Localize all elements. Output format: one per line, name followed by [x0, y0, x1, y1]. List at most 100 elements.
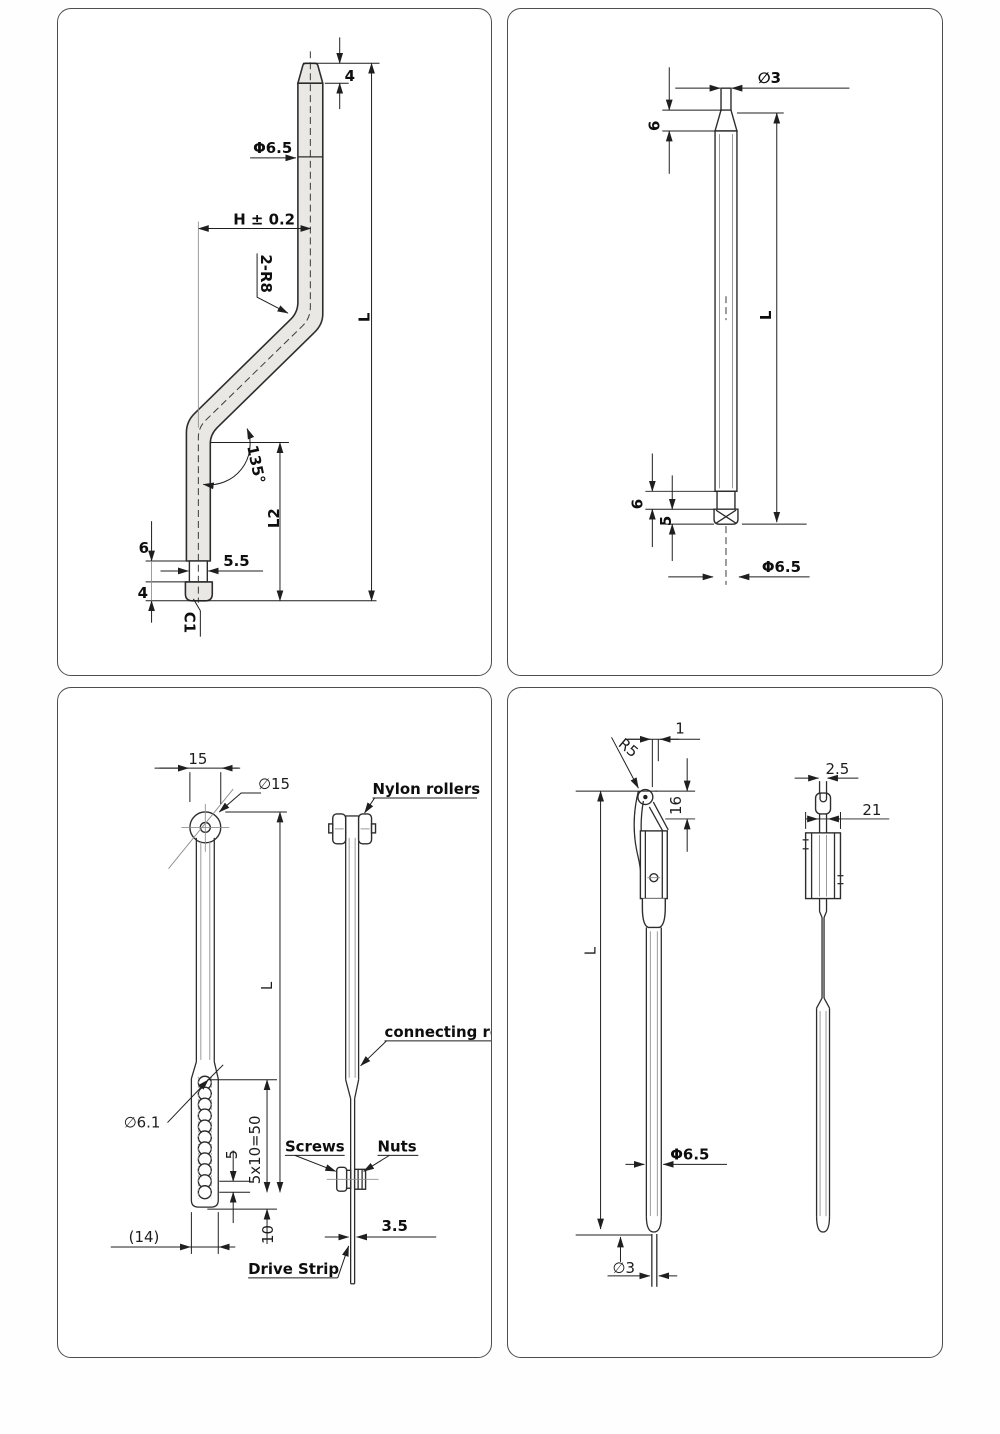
- dim-hole-span: 5x10=50: [207, 1079, 277, 1193]
- rod-body: [713, 87, 739, 585]
- dim-tip-height-value: 4: [345, 67, 355, 85]
- dim-head-radius-value: R5: [615, 735, 642, 762]
- dim-flat-width: (14): [110, 1212, 236, 1254]
- label-nuts: Nuts: [363, 1137, 419, 1172]
- connecting-rod-drawing: 15 ∅15 L ∅6.1: [110, 750, 491, 1285]
- dim-ring-dia: ∅15: [218, 775, 290, 813]
- dim-sleeve-length: 21: [805, 801, 890, 829]
- dim-top-gap-value: 1: [675, 719, 685, 737]
- dim-rod-diameter: Φ6.5: [250, 139, 297, 162]
- hole-chain: [197, 1075, 212, 1200]
- dim-strip-thickness: 3.5: [324, 1217, 437, 1241]
- dim-length-l-value: L: [356, 312, 374, 322]
- panel-straight-rod: ∅3 6 L: [507, 8, 943, 676]
- dim-groove-cap: 6 4: [138, 521, 188, 623]
- dim-tip-height: 4: [302, 37, 380, 110]
- dim-rod-dia-value: Φ6.5: [762, 558, 801, 576]
- rod-body: [184, 51, 324, 603]
- dim-offset-h: H ± 0.2: [197, 211, 312, 428]
- dim-tip-length-value: 6: [645, 121, 663, 131]
- clip-body: [639, 830, 668, 900]
- dim-rod-dia: Φ6.5: [625, 1145, 727, 1168]
- label-connecting-rod-text: connecting rod: [384, 1023, 491, 1041]
- dim-hole-span-value: 5x10=50: [246, 1115, 264, 1184]
- dim-length-l: L: [575, 790, 658, 1236]
- clip-front-view: [802, 781, 844, 1233]
- dim-chamfer-value: C1: [180, 612, 198, 633]
- dim-length-l-value: L: [258, 981, 276, 990]
- roller-pin-left: [328, 823, 334, 834]
- dim-rod-diameter-value: Φ6.5: [253, 139, 292, 157]
- dim-rod-dia: Φ6.5: [668, 558, 810, 581]
- dim-head-width: 15: [154, 750, 241, 805]
- dim-length-l: L: [225, 811, 287, 1193]
- dim-top-gap: 1: [625, 719, 701, 788]
- dim-head-length-value: 16: [667, 796, 685, 815]
- dim-flat-width-value: (14): [129, 1228, 160, 1246]
- dim-tip-dia: ∅3: [675, 69, 850, 92]
- dim-length-l2-value: L2: [265, 508, 283, 528]
- dim-offset-h-value: H ± 0.2: [233, 211, 295, 229]
- roller-pin-right: [370, 823, 377, 834]
- paddle-outline: [190, 1061, 219, 1208]
- dim-neck-length-value: 6: [628, 499, 646, 509]
- dim-length-l: L: [736, 112, 807, 525]
- rod-centerline: [197, 51, 311, 603]
- straight-rod-drawing: ∅3 6 L: [628, 67, 850, 585]
- dim-bend-angle-value: 135°: [243, 444, 269, 486]
- clip-side-view: [633, 788, 669, 1287]
- label-screws: Screws: [285, 1137, 345, 1172]
- dim-groove-height-value: 6: [139, 539, 149, 557]
- dim-hole-pitch-value: 5: [223, 1150, 241, 1160]
- label-nylon-rollers-text: Nylon rollers: [373, 780, 481, 798]
- pivot-center: [643, 794, 648, 800]
- dim-hole-pitch: 5: [219, 1150, 251, 1224]
- panel-clip-rod: 1 R5 16 L: [507, 687, 943, 1358]
- panel-offset-rod: 4 Φ6.5 H ± 0.2 2-R8 135°: [57, 8, 492, 676]
- dim-chamfer: C1: [180, 598, 201, 637]
- dim-head-length: 16: [655, 758, 696, 852]
- fork-head: [814, 792, 832, 815]
- rod-tip-right: [815, 1216, 831, 1233]
- dim-cap-height-value: 4: [138, 584, 148, 602]
- dim-pin2-dia-value: 2.5: [826, 760, 850, 778]
- dim-head-radius: R5: [611, 735, 642, 789]
- dim-pin-dia: ∅3: [607, 1236, 678, 1280]
- dim-bend-radius-value: 2-R8: [257, 254, 275, 292]
- dim-rod-dia-value: Φ6.5: [670, 1145, 709, 1163]
- rod-tip: [645, 1216, 662, 1233]
- rod-neck: [716, 490, 736, 510]
- roller-strip-view: [326, 813, 379, 1285]
- sleeve-block: [804, 832, 842, 900]
- label-nuts-text: Nuts: [378, 1137, 417, 1155]
- label-nylon-rollers: Nylon rollers: [364, 780, 481, 814]
- tip-pin: [720, 87, 732, 112]
- dim-length-l-value: L: [582, 946, 600, 955]
- dim-bend-angle: 135°: [202, 428, 289, 490]
- dim-tip-length: 6: [645, 67, 723, 174]
- dim-hole-dia: ∅6.1: [124, 1064, 224, 1132]
- label-drive-strip: Drive Strip: [248, 1245, 350, 1279]
- dim-length-l2: L2: [265, 441, 284, 602]
- dim-groove-dia: 5.5: [160, 552, 264, 575]
- dim-hole-dia-value: ∅6.1: [124, 1114, 161, 1132]
- dim-strip-thickness-value: 3.5: [382, 1217, 408, 1235]
- dim-tail: 10: [207, 1208, 277, 1244]
- dim-pin2-dia: 2.5: [794, 760, 859, 782]
- dim-tip-dia-value: ∅3: [758, 69, 781, 87]
- dim-length-l: L: [356, 62, 375, 602]
- dim-ring-dia-value: ∅15: [258, 775, 290, 793]
- dim-bend-radius: 2-R8: [256, 253, 289, 314]
- dim-length-l-value: L: [757, 310, 775, 320]
- label-connecting-rod: connecting rod: [360, 1023, 491, 1067]
- dim-groove-dia-value: 5.5: [223, 552, 249, 570]
- dim-head-width-value: 15: [188, 750, 207, 768]
- dim-tail-value: 10: [259, 1225, 277, 1244]
- label-drive-strip-text: Drive Strip: [248, 1260, 339, 1278]
- dim-cap-length-value: 5: [657, 516, 675, 526]
- tip-cone: [714, 109, 738, 132]
- clip-rod-drawing: 1 R5 16 L: [575, 719, 890, 1287]
- dim-sleeve-length-value: 21: [862, 801, 881, 819]
- ring-head-view: [168, 788, 234, 1208]
- dim-pin-dia-value: ∅3: [613, 1259, 636, 1277]
